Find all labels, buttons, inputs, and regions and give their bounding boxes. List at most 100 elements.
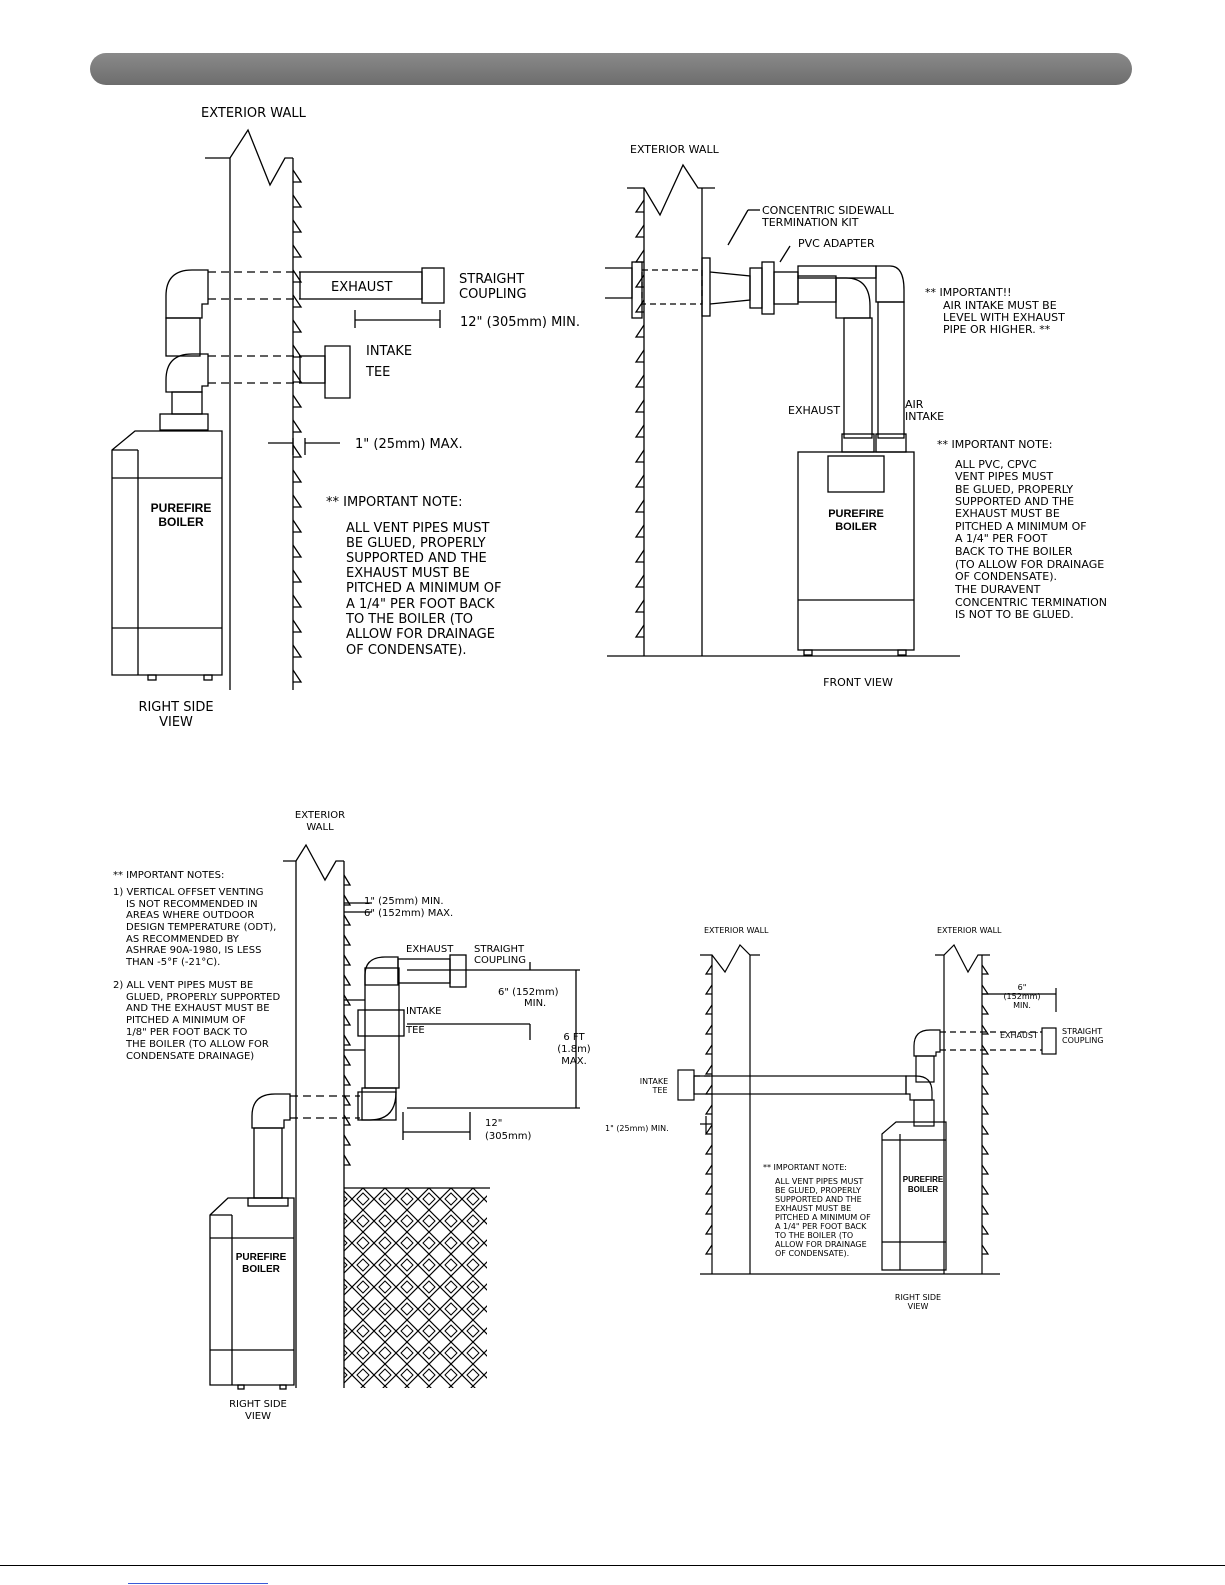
d1-exhaust-label: EXHAUST	[331, 280, 393, 295]
d4-view-label: RIGHT SIDE	[895, 1293, 941, 1302]
d2-important-line: LEVEL WITH EXHAUST	[943, 311, 1065, 324]
d3-note-line: THAN -5°F (-21°C).	[125, 957, 220, 968]
d3-wall-label: WALL	[306, 822, 334, 833]
d2-kit-label: CONCENTRIC SIDEWALL	[762, 204, 895, 217]
d3-note-line: CONDENSATE DRAINAGE)	[126, 1051, 254, 1062]
d3-note-line: 2) ALL VENT PIPES MUST BE	[113, 980, 253, 991]
diagram-3	[209, 843, 580, 1390]
d4-wall-label-left: EXTERIOR WALL	[704, 926, 769, 935]
d4-note-title: ** IMPORTANT NOTE:	[763, 1163, 847, 1172]
d1-note-line: BE GLUED, PROPERLY	[346, 536, 486, 551]
d2-important-block: ** IMPORTANT!! AIR INTAKE MUST BE LEVEL …	[925, 286, 1065, 336]
d1-view-label: RIGHT SIDE	[138, 700, 213, 715]
d1-note-title: ** IMPORTANT NOTE:	[326, 495, 462, 510]
d4-coupling-label: COUPLING	[1062, 1036, 1104, 1045]
d4-note-line: BE GLUED, PROPERLY	[775, 1186, 861, 1195]
d4-intake-label: INTAKE	[640, 1077, 668, 1086]
d4-note-line: ALLOW FOR DRAINAGE	[775, 1240, 867, 1249]
d3-note-line: PITCHED A MINIMUM OF	[126, 1015, 246, 1026]
d3-notes-title: ** IMPORTANT NOTES:	[113, 870, 224, 881]
d4-note-line: EXHAUST MUST BE	[775, 1204, 851, 1213]
wall-teeth	[343, 874, 352, 1166]
diagram-2	[605, 163, 960, 657]
d2-note-line: BE GLUED, PROPERLY	[955, 483, 1073, 496]
d2-note-line: VENT PIPES MUST	[955, 470, 1053, 483]
d1-view-label: VIEW	[159, 715, 193, 730]
d1-dimension-label: 1" (25mm) MAX.	[355, 437, 463, 452]
d2-air-intake-label: INTAKE	[905, 410, 944, 423]
d1-note-line: TO THE BOILER (TO	[345, 612, 473, 627]
d3-dimension-label: (1.8m)	[557, 1044, 591, 1055]
d4-intake-label: TEE	[652, 1086, 668, 1095]
d3-boiler-label: PUREFIRE	[236, 1252, 287, 1263]
d3-dimension-label: 6 FT	[563, 1032, 585, 1043]
d3-boiler-label: BOILER	[242, 1264, 281, 1275]
d3-dimension-label: MIN.	[524, 998, 546, 1009]
d2-note-body: ALL PVC, CPVC VENT PIPES MUST BE GLUED, …	[954, 458, 1107, 621]
d4-dimension-label: 1" (25mm) MIN.	[605, 1124, 669, 1133]
d4-coupling-label: STRAIGHT	[1062, 1027, 1102, 1036]
d4-wall-label-right: EXTERIOR WALL	[937, 926, 1002, 935]
d2-note-line: PITCHED A MINIMUM OF	[955, 520, 1087, 533]
d3-notes-body: 1) VERTICAL OFFSET VENTING IS NOT RECOMM…	[113, 887, 280, 1062]
d4-boiler-label: PUREFIRE	[903, 1175, 944, 1184]
d2-note-line: A 1/4" PER FOOT	[955, 532, 1048, 545]
d2-important-line: ** IMPORTANT!!	[925, 286, 1012, 299]
d3-coupling-label: STRAIGHT	[474, 944, 525, 955]
d3-dimension-label: 6" (152mm) MAX.	[364, 908, 453, 919]
d2-pvc-label: PVC ADAPTER	[798, 237, 875, 250]
d3-note-line: 1) VERTICAL OFFSET VENTING	[113, 887, 264, 898]
d4-note-line: SUPPORTED AND THE	[775, 1195, 862, 1204]
d4-exhaust-label: EXHAUST	[1000, 1031, 1038, 1040]
d1-note-line: SUPPORTED AND THE	[346, 551, 487, 566]
d3-dimension-label: (305mm)	[485, 1131, 531, 1142]
d4-view-label: VIEW	[908, 1302, 929, 1311]
d1-note-line: ALLOW FOR DRAINAGE	[346, 627, 495, 642]
d1-coupling-label: COUPLING	[459, 287, 527, 302]
header-bar	[90, 53, 1132, 85]
d4-boiler-label: BOILER	[908, 1185, 938, 1194]
d3-dimension-label: 12"	[485, 1118, 502, 1129]
d1-note-line: PITCHED A MINIMUM OF	[346, 581, 502, 596]
diagram-1	[111, 128, 445, 690]
d3-note-line: DESIGN TEMPERATURE (ODT),	[126, 922, 276, 933]
d3-dimension-label: 1" (25mm) MIN.	[364, 896, 444, 907]
d1-note-line: ALL VENT PIPES MUST	[346, 521, 490, 536]
d1-coupling-label: STRAIGHT	[459, 272, 524, 287]
d2-boiler-label: PUREFIRE	[828, 508, 884, 520]
d2-note-line: THE DURAVENT	[954, 583, 1041, 596]
d3-note-line: AS RECOMMENDED BY	[126, 934, 240, 945]
d4-note-line: PITCHED A MINIMUM OF	[775, 1213, 871, 1222]
d3-note-line: 1/8" PER FOOT BACK TO	[126, 1027, 247, 1038]
d2-view-label: FRONT VIEW	[823, 676, 893, 689]
d3-view-label: VIEW	[245, 1411, 271, 1422]
d2-note-line: OF CONDENSATE).	[955, 570, 1057, 583]
d3-coupling-label: COUPLING	[474, 955, 526, 966]
wall-teeth	[292, 169, 303, 683]
d1-boiler-label: BOILER	[158, 515, 204, 529]
footer-link-underline[interactable]	[128, 1583, 268, 1584]
d3-note-line: AREAS WHERE OUTDOOR	[126, 910, 254, 921]
d2-kit-label: TERMINATION KIT	[761, 216, 859, 229]
d3-tee-label: TEE	[405, 1025, 425, 1036]
d3-dimension-label: MAX.	[561, 1056, 587, 1067]
d2-note-line: IS NOT TO BE GLUED.	[955, 608, 1074, 621]
d1-wall-label: EXTERIOR WALL	[201, 106, 307, 121]
d4-note-line: OF CONDENSATE).	[775, 1249, 849, 1258]
d1-boiler-label: PUREFIRE	[151, 501, 212, 515]
d3-intake-label: INTAKE	[406, 1006, 441, 1017]
d3-note-line: GLUED, PROPERLY SUPPORTED	[126, 992, 280, 1003]
d1-note-line: OF CONDENSATE).	[346, 643, 467, 658]
d2-note-line: (TO ALLOW FOR DRAINAGE	[955, 558, 1104, 571]
d2-note-line: EXHAUST MUST BE	[955, 507, 1060, 520]
d4-dimension-label: 6"	[1018, 983, 1027, 992]
d4-dimension-label: (152mm)	[1003, 992, 1040, 1001]
d2-note-title: ** IMPORTANT NOTE:	[937, 438, 1052, 451]
d2-important-line: PIPE OR HIGHER. **	[943, 323, 1051, 336]
d1-intake-label: INTAKE	[366, 344, 412, 359]
d2-note-line: CONCENTRIC TERMINATION	[955, 596, 1107, 609]
d4-dimension-label: MIN.	[1013, 1001, 1031, 1010]
d3-exhaust-label: EXHAUST	[406, 944, 454, 955]
d1-note-line: EXHAUST MUST BE	[346, 566, 470, 581]
